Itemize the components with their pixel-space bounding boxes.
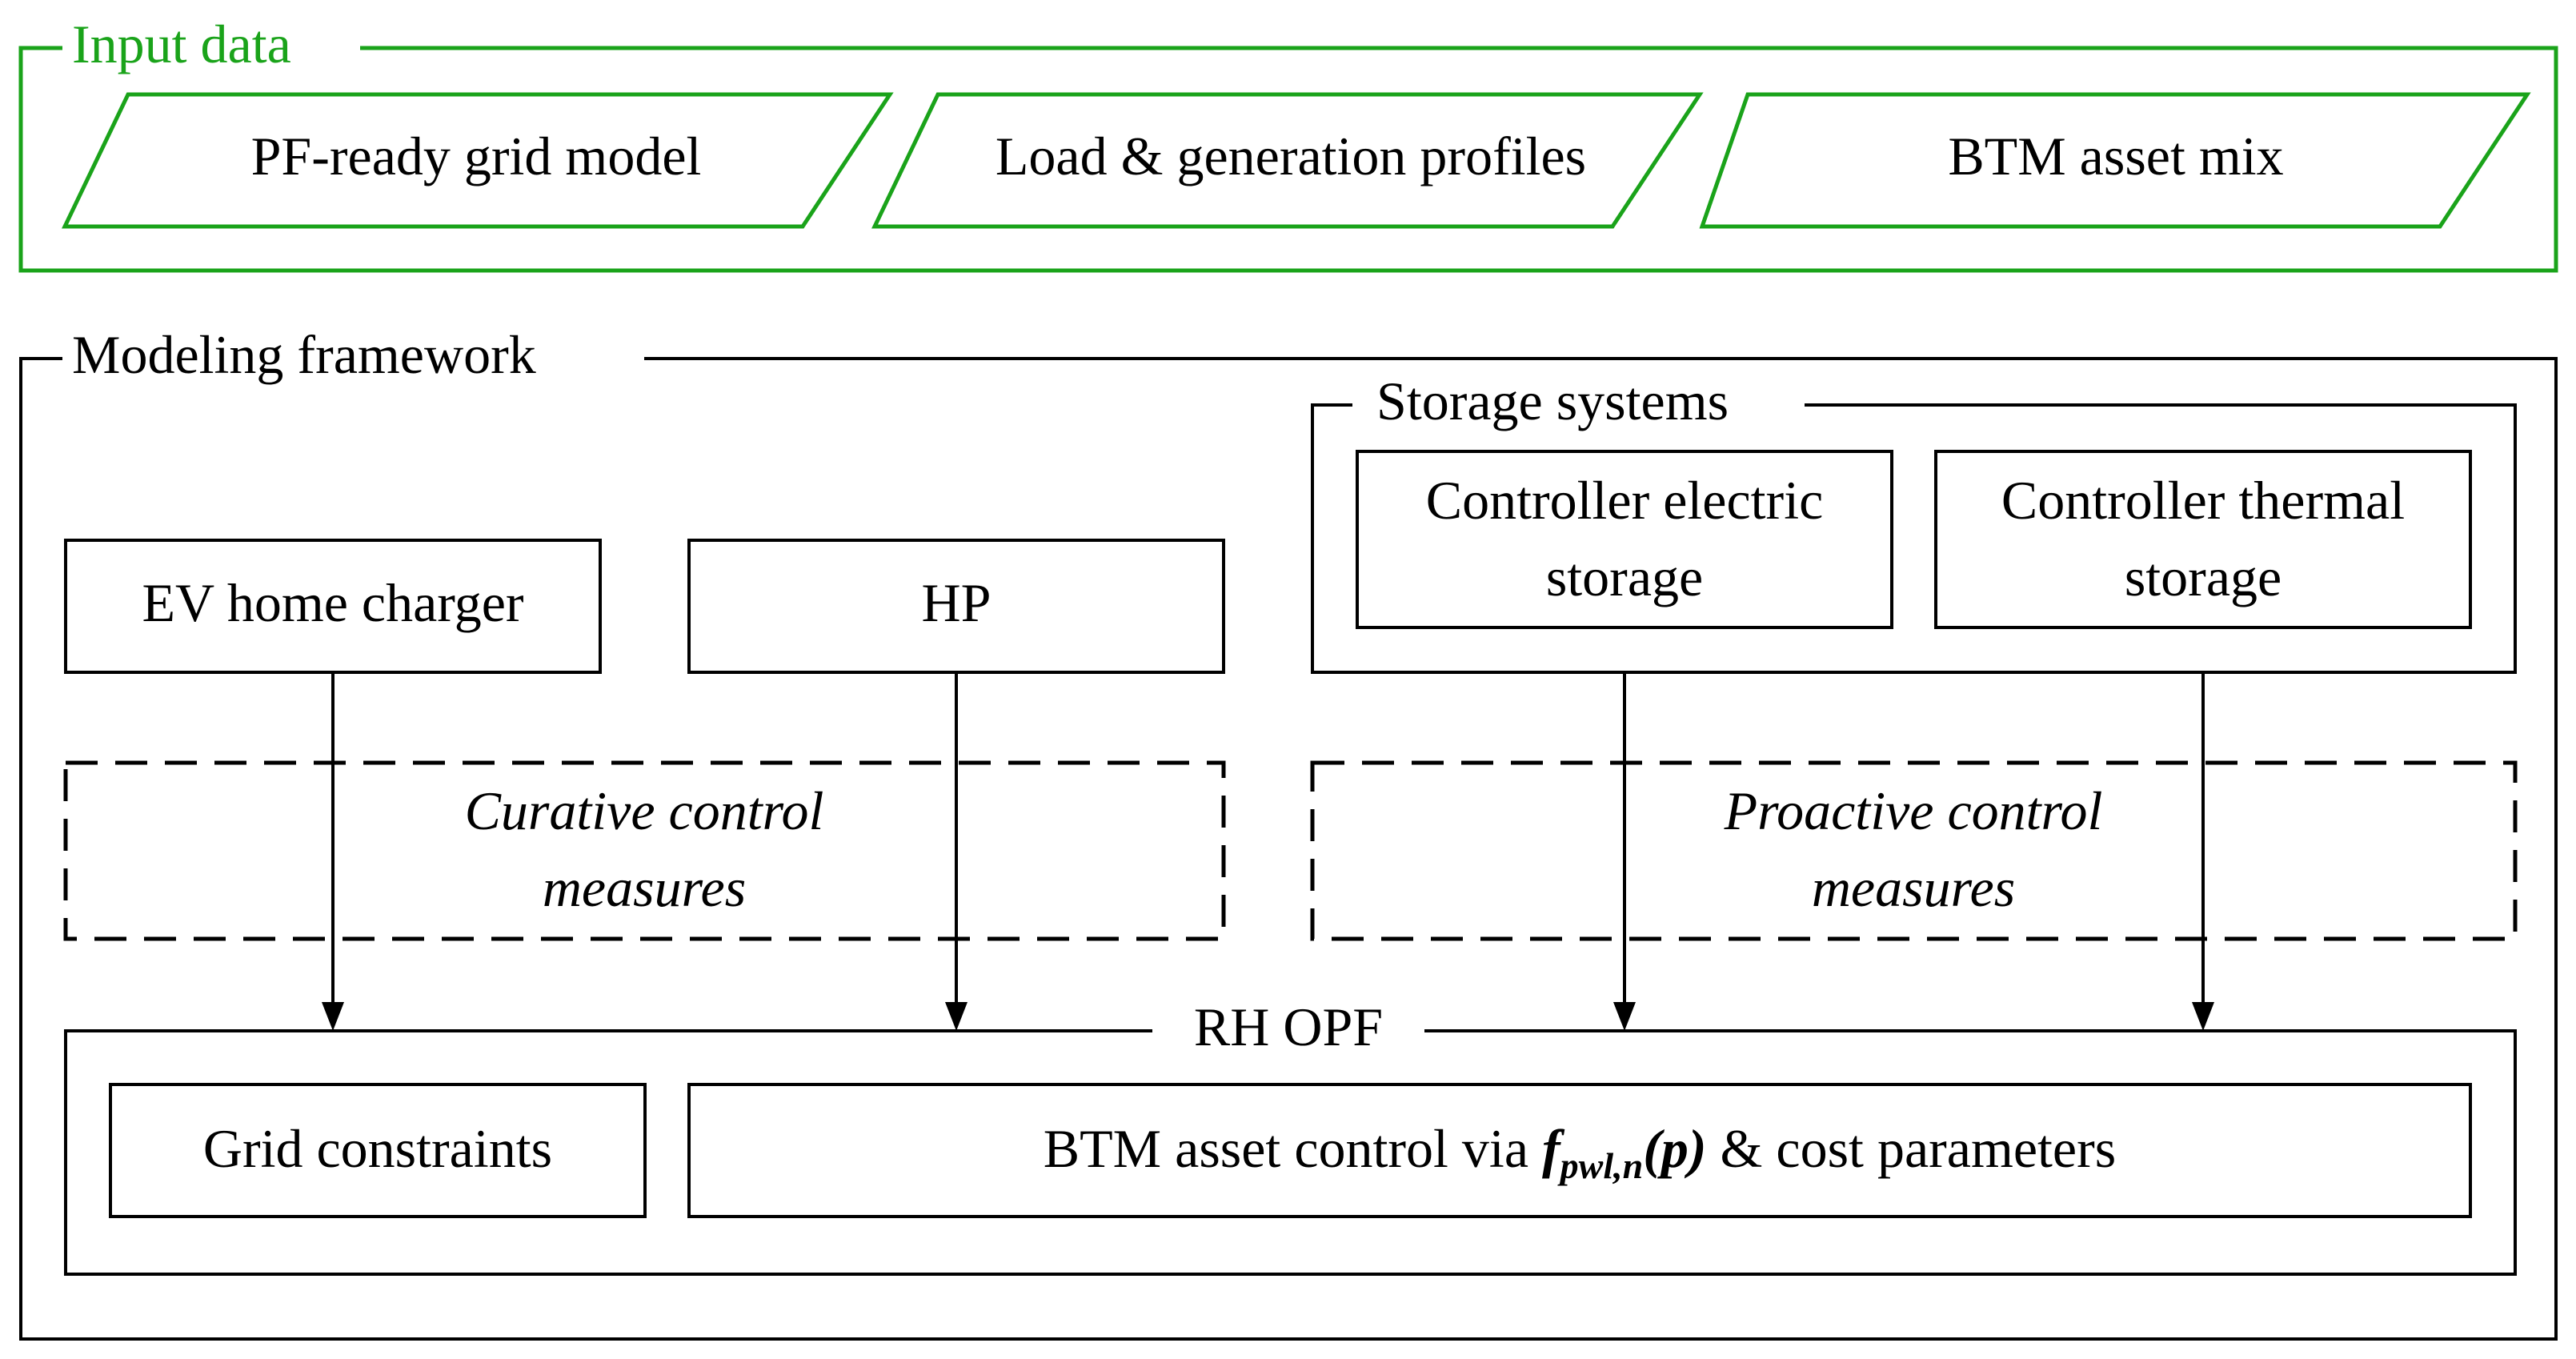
grid-constraints-box <box>109 1083 647 1218</box>
btm-control-label: BTM asset control via fpwl,n(p) & cost p… <box>1044 1118 2116 1186</box>
arrow-ev-to-opf <box>322 672 344 1031</box>
input-data-group: Input data PF-ready grid model Load & ge… <box>18 14 2558 273</box>
thermal-storage-label-line1: Controller thermal <box>2001 470 2405 531</box>
arrow-hp-to-opf <box>945 672 968 1031</box>
input-profiles-label: Load & generation profiles <box>996 126 1586 186</box>
input-data-frame <box>18 46 2558 273</box>
arrow-thermal-storage-to-opf <box>2192 672 2214 1031</box>
btm-control-subscript: pwl,n <box>1557 1145 1644 1186</box>
btm-control-box <box>687 1083 2472 1218</box>
proactive-measures-label-line1: Proactive control <box>1724 780 2103 841</box>
hp-label: HP <box>922 572 992 633</box>
electric-storage-label-line2: storage <box>1546 547 1703 607</box>
rh-opf-title: RH OPF <box>1194 996 1383 1057</box>
modeling-framework-title: Modeling framework <box>72 324 536 385</box>
input-grid-model-shape <box>62 92 894 229</box>
thermal-storage-label-line2: storage <box>2125 547 2282 607</box>
ev-charger-label: EV home charger <box>142 572 523 633</box>
btm-control-suffix: & cost parameters <box>1707 1118 2117 1179</box>
modeling-framework-group: Modeling framework EV home charger HP St… <box>19 324 2558 1341</box>
grid-constraints-label: Grid constraints <box>203 1118 552 1179</box>
electric-storage-box <box>1356 450 1893 629</box>
input-profiles-shape <box>871 92 1704 229</box>
curative-measures-label-line2: measures <box>543 857 746 918</box>
btm-control-prefix: BTM asset control via <box>1044 1118 1542 1179</box>
connector-arrows <box>322 672 2214 1031</box>
input-grid-model-label: PF-ready grid model <box>251 126 702 186</box>
thermal-storage-box <box>1934 450 2472 629</box>
curative-measures-label-line1: Curative control <box>465 780 824 841</box>
electric-storage-label-line1: Controller electric <box>1426 470 1824 531</box>
proactive-measures-label-line2: measures <box>1812 857 2015 918</box>
input-data-title: Input data <box>72 14 291 74</box>
storage-systems-title: Storage systems <box>1376 371 1729 431</box>
curative-measures-box <box>63 760 1226 941</box>
arrow-electric-storage-to-opf <box>1613 672 1636 1031</box>
rh-opf-frame <box>64 1029 2517 1276</box>
input-asset-mix-label: BTM asset mix <box>1948 126 2283 186</box>
input-asset-mix-shape <box>1699 92 2531 229</box>
modeling-framework-frame <box>19 357 2558 1341</box>
btm-control-argument: (p) <box>1643 1118 1706 1179</box>
proactive-measures-box <box>1310 760 2518 941</box>
storage-systems-frame <box>1311 403 2517 674</box>
